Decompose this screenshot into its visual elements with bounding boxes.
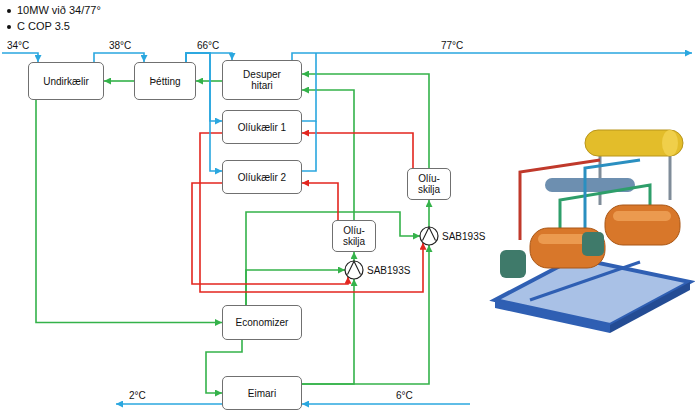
bullet-dot <box>7 9 11 13</box>
flow-line <box>302 279 354 384</box>
compressor-circle <box>420 227 438 245</box>
process-box: Olíukælir 1 <box>222 110 302 144</box>
receiver-tank <box>662 130 678 156</box>
support-leg <box>599 150 602 205</box>
box-label: Economizer <box>236 317 289 328</box>
flow-line <box>428 200 430 227</box>
water-line <box>302 403 470 405</box>
temperature-label: 77°C <box>440 40 464 51</box>
compressor-mark <box>423 227 436 240</box>
box-label: Desuper hitari <box>232 69 292 91</box>
flow-line <box>192 183 348 284</box>
process-box: Olíukælir 2 <box>222 160 302 194</box>
box-label: Þétting <box>149 76 180 87</box>
temperature-label: 66°C <box>196 40 220 51</box>
water-line <box>116 403 222 405</box>
process-box: Desuper hitari <box>222 60 302 100</box>
compressor-label: SAB193S <box>367 265 410 276</box>
receiver-tank <box>585 130 683 156</box>
temperature-label: 38°C <box>108 40 132 51</box>
flow-line <box>302 133 413 168</box>
skid-frame <box>610 282 690 333</box>
motor <box>582 232 604 256</box>
compressor-mark <box>348 261 361 274</box>
compressor-circle <box>345 261 363 279</box>
water-line <box>2 53 38 62</box>
process-box: Economizer <box>222 305 302 340</box>
flow-line <box>104 80 134 82</box>
flow-line <box>196 80 222 82</box>
temperature-label: 2°C <box>128 390 147 401</box>
skid-frame <box>495 300 610 333</box>
flow-line <box>353 252 355 261</box>
process-box: Þétting <box>134 62 196 100</box>
flow-line <box>302 90 354 220</box>
water-line <box>302 53 316 121</box>
compressor-node: SAB193S <box>344 260 410 280</box>
box-label: Olíu- skilja <box>414 173 444 195</box>
flow-line <box>94 53 144 62</box>
spec-note: C COP 3.5 <box>16 20 71 33</box>
process-box: Olíu- skilja <box>332 220 376 252</box>
process-box: Undirkælir <box>28 62 104 100</box>
support-leg <box>669 150 672 200</box>
flow-line <box>246 212 420 305</box>
process-box: Olíu- skilja <box>407 168 451 200</box>
compressor-body <box>605 205 680 245</box>
flow-line <box>36 100 222 323</box>
process-box: Eimari <box>222 376 302 410</box>
box-label: Olíukælir 2 <box>238 172 286 183</box>
flow-line <box>302 245 429 384</box>
compressor-body <box>530 228 605 268</box>
compressor-node: SAB193S <box>419 226 485 246</box>
flow-line <box>200 133 423 292</box>
box-label: Eimari <box>248 388 276 399</box>
temperature-label: 6°C <box>395 390 414 401</box>
water-line <box>292 53 692 60</box>
compressor-body <box>613 211 671 221</box>
compressor-symbol <box>419 226 439 246</box>
flow-line <box>302 74 429 168</box>
box-label: Olíukælir 1 <box>238 122 286 133</box>
compressor-symbol <box>344 260 364 280</box>
bullet-dot <box>7 25 11 29</box>
box-label: Undirkælir <box>43 76 89 87</box>
spec-note: 10MW við 34/77° <box>16 4 102 17</box>
compressor-label: SAB193S <box>442 231 485 242</box>
flow-line <box>302 183 338 220</box>
flow-line <box>246 270 345 305</box>
temperature-label: 34°C <box>6 40 30 51</box>
motor <box>500 250 526 278</box>
water-line <box>302 121 316 171</box>
box-label: Olíu- skilja <box>339 225 369 247</box>
